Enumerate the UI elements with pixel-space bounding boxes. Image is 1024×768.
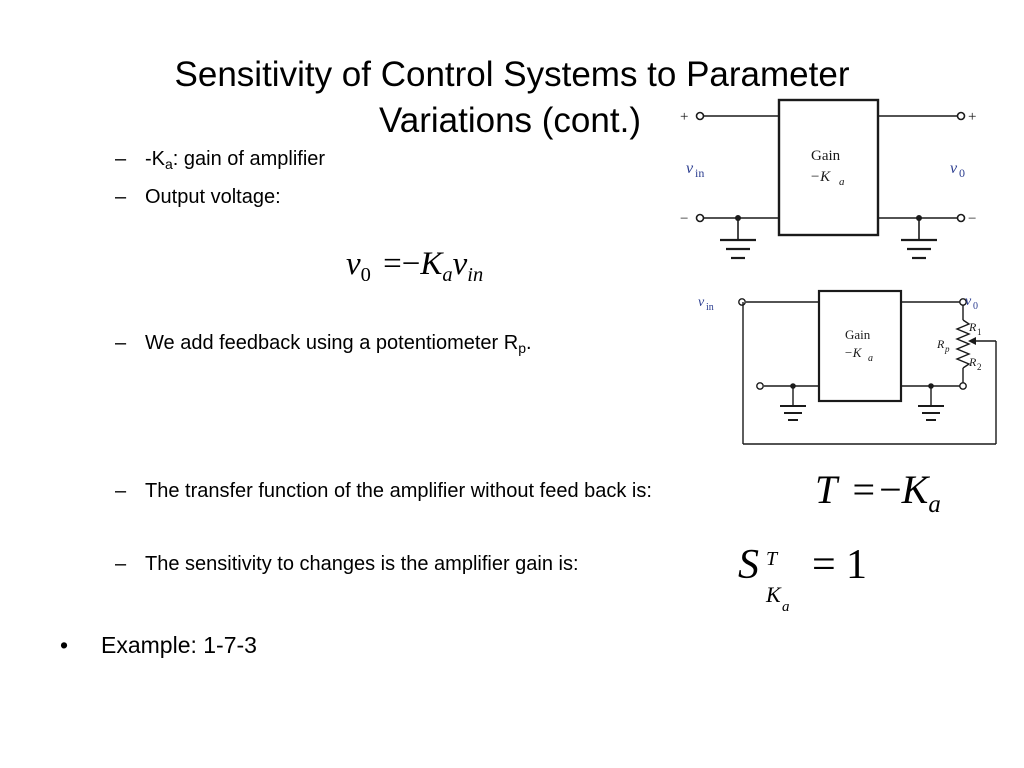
vin-sub: in — [695, 166, 704, 180]
slide-title: Sensitivity of Control Systems to Parame… — [0, 52, 1024, 144]
equation-transfer-function: T =−Ka — [815, 467, 941, 518]
terminal — [956, 213, 966, 223]
minus-sign: − — [968, 211, 976, 227]
bullet-marker: • — [60, 632, 69, 658]
bullet-text: The transfer function of the amplifier w… — [145, 480, 652, 502]
gain-value: −K — [844, 345, 863, 360]
equation-sensitivity: S T K a = 1 — [738, 542, 867, 615]
rp-label: R — [936, 337, 945, 351]
bullet-text: Output voltage: — [145, 186, 281, 208]
ground-icon — [720, 238, 756, 260]
gain-value-sub: a — [839, 176, 845, 188]
bullet-text: -Ka: gain of amplifier — [145, 148, 326, 172]
r1-sub: 1 — [977, 327, 982, 337]
bullet-dash: – — [115, 480, 127, 502]
r2-label: R — [968, 355, 977, 369]
vout-sub: 0 — [973, 301, 978, 312]
bullet-text: The sensitivity to changes is the amplif… — [145, 553, 579, 575]
r2-sub: 2 — [977, 362, 982, 372]
vout-label: v — [950, 160, 958, 177]
vout-sub: 0 — [959, 166, 965, 180]
bullet-dash: – — [115, 186, 127, 208]
potentiometer-resistor — [955, 319, 971, 369]
ground-icon — [901, 238, 937, 260]
bullet-text: Example: 1-7-3 — [101, 632, 257, 658]
equation-output-voltage: v0 =−Kavin — [346, 246, 484, 287]
bullet-text: We add feedback using a potentiometer Rp… — [145, 332, 532, 356]
vin-sub: in — [706, 302, 714, 313]
title-line-1: Sensitivity of Control Systems to Parame… — [174, 55, 850, 94]
gain-value-sub: a — [868, 353, 873, 364]
bullet-dash: – — [115, 148, 127, 170]
wiper-arrow-icon — [968, 337, 976, 345]
vin-label: v — [686, 160, 694, 177]
vin-label: v — [698, 295, 705, 310]
title-line-2: Variations (cont.) — [379, 101, 641, 140]
gain-label: Gain — [811, 148, 841, 164]
ground-icon — [918, 386, 944, 421]
gain-value: −K — [810, 169, 831, 185]
r1-label: R — [968, 320, 977, 334]
gain-block — [817, 289, 903, 403]
bullet-dash: – — [115, 553, 127, 575]
gain-label: Gain — [845, 327, 871, 342]
ground-icon — [780, 386, 806, 421]
bullet-example: • Example: 1-7-3 — [60, 631, 257, 659]
vout-label: v — [965, 294, 972, 309]
rp-sub: p — [944, 344, 950, 354]
bullet-dash: – — [115, 332, 127, 354]
terminal — [695, 213, 705, 223]
minus-sign: − — [680, 211, 688, 227]
